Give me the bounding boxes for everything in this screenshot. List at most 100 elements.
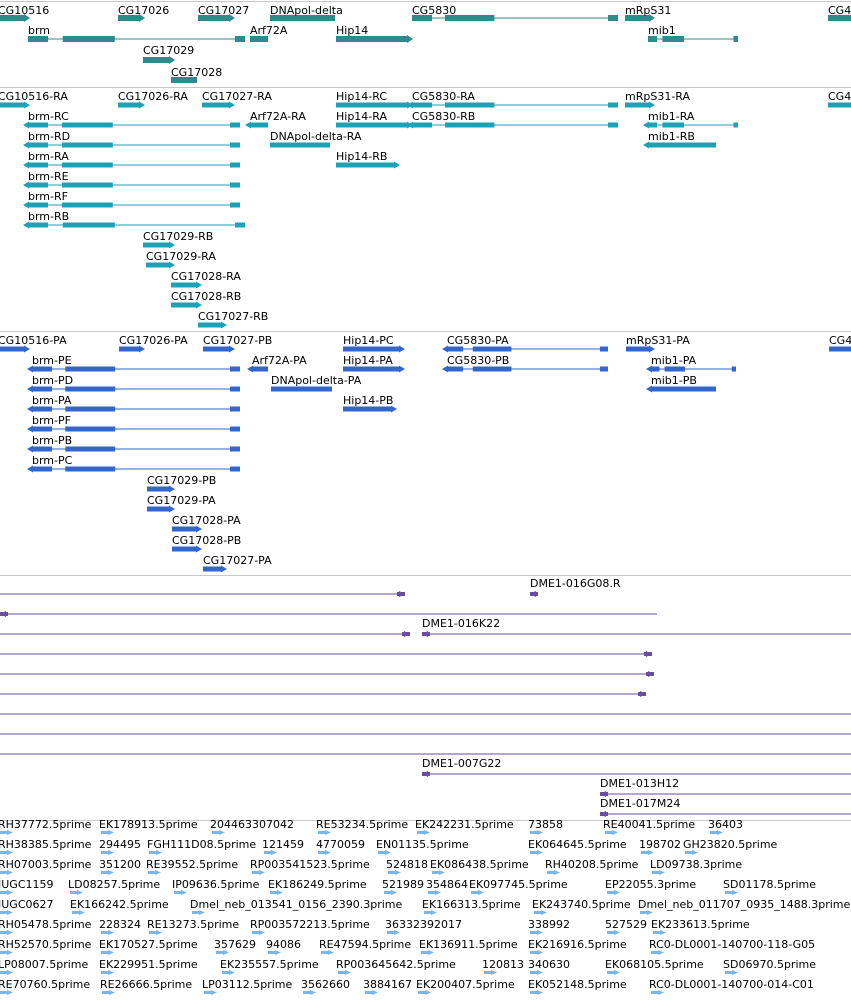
feature[interactable]: CG17026	[118, 4, 169, 22]
feature[interactable]: brm-PA	[27, 394, 240, 413]
est-feature[interactable]: EK235557.5prime	[220, 958, 319, 975]
feature[interactable]: CG10516	[0, 4, 49, 22]
est-feature[interactable]: 94086	[266, 938, 301, 955]
feature[interactable]: DME1-007G22	[422, 757, 851, 777]
est-feature[interactable]: GH23820.5prime	[683, 838, 778, 855]
feature[interactable]: brm-PE	[27, 354, 240, 373]
feature[interactable]: DNApol-delta-PA	[271, 374, 362, 392]
feature[interactable]: Hip14-PA	[343, 354, 405, 373]
feature[interactable]: CG17027-PB	[203, 334, 272, 353]
est-feature[interactable]: 3562660	[301, 978, 350, 995]
feature[interactable]: CG17028-RB	[171, 290, 241, 309]
est-feature[interactable]: EK064645.5prime	[528, 838, 627, 855]
feature[interactable]: DME1-017M24	[600, 797, 851, 817]
est-feature[interactable]: 357629	[214, 938, 256, 955]
feature[interactable]: DME1-013H12	[600, 777, 851, 797]
est-feature[interactable]: RE70760.5prime	[0, 978, 90, 995]
est-feature[interactable]: RH37772.5prime	[0, 818, 92, 835]
feature[interactable]: CG4	[828, 90, 851, 108]
feature[interactable]: CG17027	[198, 4, 249, 22]
feature[interactable]: CG17029-RA	[146, 250, 216, 269]
est-feature[interactable]: EP22055.3prime	[605, 878, 696, 895]
est-feature[interactable]: 36403	[708, 818, 743, 835]
est-feature[interactable]: LP03112.5prime	[202, 978, 293, 995]
feature[interactable]: CG10516-RA	[0, 90, 68, 109]
est-feature[interactable]: Dmel_neb_011707_0935_1488.3prime	[638, 898, 850, 915]
est-feature[interactable]: RE47594.5prime	[319, 938, 411, 955]
feature[interactable]: Hip14-RB	[336, 150, 400, 169]
est-feature[interactable]: RE40041.5prime	[603, 818, 695, 835]
feature[interactable]: CG17028-PB	[172, 534, 241, 553]
feature[interactable]: brm	[28, 24, 245, 42]
est-feature[interactable]: JUGC1159	[0, 878, 54, 895]
feature[interactable]: CG5830-PB	[442, 354, 608, 373]
est-feature[interactable]: 294495	[99, 838, 141, 855]
feature[interactable]: brm-RE	[23, 170, 240, 189]
est-feature[interactable]: RC0-DL0001-140700-118-G05	[649, 938, 815, 955]
feature[interactable]	[0, 591, 405, 597]
est-feature[interactable]: 228324	[99, 918, 141, 935]
est-feature[interactable]: 121459	[262, 838, 304, 855]
feature[interactable]: CG5830-RB	[407, 110, 618, 129]
est-feature[interactable]: RH38385.5prime	[0, 838, 92, 855]
feature[interactable]: CG5830	[412, 4, 618, 21]
est-feature[interactable]: RH07003.5prime	[0, 858, 92, 875]
est-feature[interactable]: LD08257.5prime	[68, 878, 160, 895]
est-feature[interactable]: 527529	[605, 918, 647, 935]
feature[interactable]: mib1-PB	[646, 374, 716, 393]
est-feature[interactable]: EN01135.5prime	[376, 838, 469, 855]
feature[interactable]: DME1-016G08.R	[530, 577, 621, 597]
feature[interactable]: CG17028-PA	[172, 514, 241, 533]
est-feature[interactable]: 354864	[426, 878, 468, 895]
feature[interactable]: CG4	[829, 334, 851, 352]
est-feature[interactable]: RP003572213.5prime	[250, 918, 370, 935]
feature[interactable]: Arf72A	[250, 24, 288, 42]
est-feature[interactable]: 73858	[528, 818, 563, 835]
feature[interactable]: brm-RD	[23, 130, 240, 149]
feature[interactable]: CG5830-PA	[442, 334, 608, 353]
feature[interactable]: mib1-RA	[643, 110, 738, 129]
est-feature[interactable]: 340630	[528, 958, 570, 975]
feature[interactable]: CG17026-RA	[118, 90, 188, 109]
feature[interactable]: brm-RC	[23, 110, 240, 129]
est-feature[interactable]: RH05478.5prime	[0, 918, 92, 935]
est-feature[interactable]: EK242231.5prime	[415, 818, 514, 835]
feature[interactable]: CG5830-RA	[407, 90, 618, 109]
feature[interactable]: brm-RF	[23, 190, 240, 209]
est-feature[interactable]: SD01178.5prime	[723, 878, 816, 895]
est-feature[interactable]: 351200	[99, 858, 141, 875]
feature[interactable]: CG10516-PA	[0, 334, 67, 353]
est-feature[interactable]: EK186249.5prime	[268, 878, 367, 895]
est-feature[interactable]: EK166313.5prime	[422, 898, 521, 915]
feature[interactable]: mib1-PA	[646, 354, 736, 373]
feature[interactable]: brm-RA	[23, 150, 240, 169]
est-feature[interactable]: RH40208.5prime	[545, 858, 639, 875]
feature[interactable]: CG17028-RA	[171, 270, 241, 289]
feature[interactable]: brm-RB	[23, 210, 245, 229]
est-feature[interactable]: 338992	[528, 918, 570, 935]
est-feature[interactable]: RE39552.5prime	[146, 858, 238, 875]
feature[interactable]: mRpS31-PA	[626, 334, 690, 353]
est-feature[interactable]: RC0-DL0001-140700-014-C01	[649, 978, 814, 995]
est-feature[interactable]: EK233613.5prime	[651, 918, 750, 935]
est-feature[interactable]: JUGC0627	[0, 898, 54, 915]
est-feature[interactable]: RP003645642.5prime	[336, 958, 456, 975]
feature[interactable]: CG17029-PB	[147, 474, 216, 493]
est-feature[interactable]: Dmel_neb_013541_0156_2390.3prime	[190, 898, 402, 915]
feature[interactable]: brm-PB	[27, 434, 240, 453]
est-feature[interactable]: LP08007.5prime	[0, 958, 89, 975]
feature[interactable]: CG4	[828, 4, 851, 21]
feature[interactable]: Hip14-PB	[343, 394, 397, 413]
feature[interactable]: mRpS31	[625, 4, 671, 22]
feature[interactable]: CG17027-RB	[198, 310, 268, 329]
est-feature[interactable]: EK068105.5prime	[605, 958, 704, 975]
feature[interactable]	[0, 631, 410, 637]
feature[interactable]: DNApol-delta	[270, 4, 343, 21]
est-feature[interactable]: SD06970.5prime	[723, 958, 816, 975]
est-feature[interactable]: 4770059	[316, 838, 365, 855]
feature[interactable]: CG17028	[171, 66, 222, 83]
feature[interactable]	[0, 671, 654, 677]
est-feature[interactable]: EK170527.5prime	[99, 938, 198, 955]
feature[interactable]: mib1	[648, 24, 738, 42]
